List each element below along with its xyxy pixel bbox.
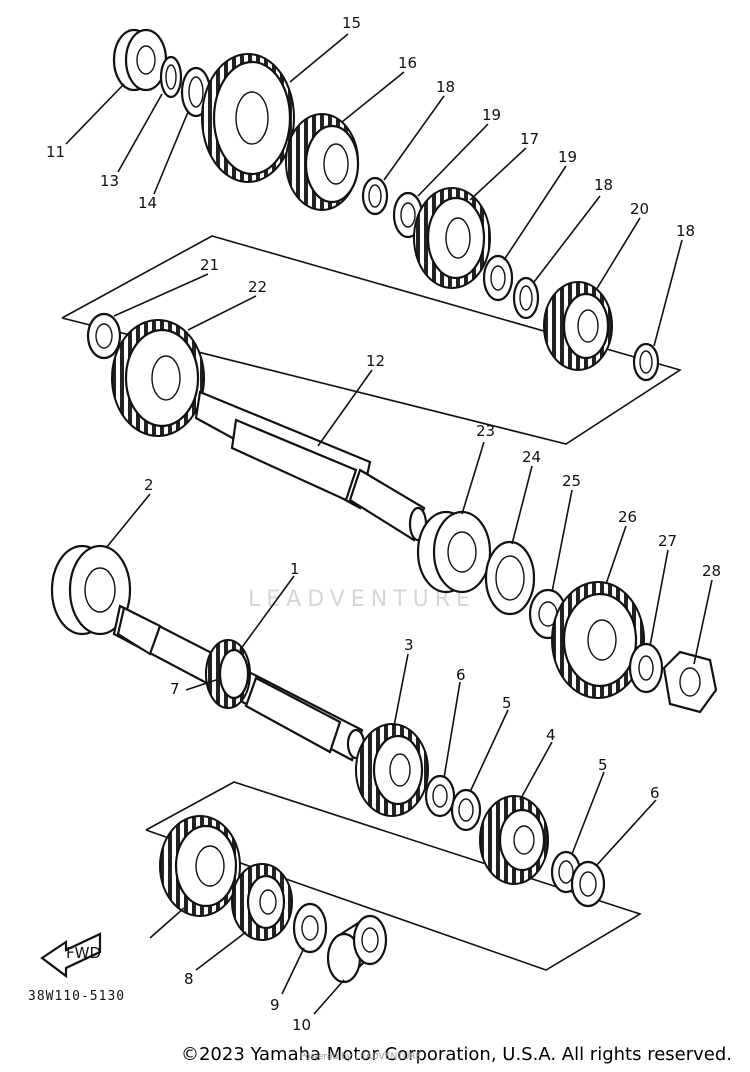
washer-9: [292, 902, 328, 954]
washer-21: [86, 312, 122, 360]
label-9: 9: [270, 996, 280, 1014]
label-5-lower: 5: [598, 756, 608, 774]
label-13: 13: [100, 172, 119, 190]
label-19-lower: 19: [558, 148, 577, 166]
label-18-right: 18: [676, 222, 695, 240]
gear-4: [479, 795, 549, 885]
label-18-mid: 18: [594, 176, 613, 194]
label-6-upper: 6: [456, 666, 466, 684]
bearing-11: [112, 28, 168, 92]
label-27: 27: [658, 532, 677, 550]
lock-washer-27: [628, 642, 664, 694]
leader-lines: [65, 33, 713, 1015]
main-axle-12: [194, 390, 428, 542]
washer-6-lower: [570, 860, 606, 908]
label-17: 17: [520, 130, 539, 148]
label-14: 14: [138, 194, 157, 212]
bearing-10: [326, 914, 388, 984]
label-12: 12: [366, 352, 385, 370]
drive-axle-1: [112, 604, 366, 762]
label-8: 8: [184, 970, 194, 988]
washer-19-lower: [482, 254, 514, 302]
bearing-23: [416, 510, 492, 594]
gear-16: [285, 113, 360, 211]
drive-axle-group-frame: [145, 781, 642, 971]
label-11: 11: [46, 143, 65, 161]
copyright-notice: ©2023 Yamaha Motor Corporation, U.S.A. A…: [180, 1044, 732, 1065]
label-4: 4: [546, 726, 556, 744]
label-15: 15: [342, 14, 361, 32]
gear-17: [413, 187, 491, 289]
gear-8: [231, 863, 293, 941]
label-21: 21: [200, 256, 219, 274]
fwd-arrow-icon: FWD: [40, 932, 102, 979]
circlip-18-upper: [361, 176, 389, 216]
circlip-18-right: [632, 342, 660, 382]
bearing-2: [50, 544, 132, 636]
label-16: 16: [398, 54, 417, 72]
label-10: 10: [292, 1016, 311, 1034]
label-26: 26: [618, 508, 637, 526]
main-axle-group-frame: [61, 235, 682, 445]
circlip-18-mid: [512, 276, 540, 320]
gear-15: [201, 53, 295, 183]
label-7: 7: [170, 680, 180, 698]
circlip-13: [159, 55, 183, 99]
label-22: 22: [248, 278, 267, 296]
oil-seal-24: [484, 540, 536, 616]
gear-7: [159, 815, 241, 917]
label-1: 1: [290, 560, 300, 578]
part-code: 38W110-5130: [28, 989, 125, 1004]
label-18-upper: 18: [436, 78, 455, 96]
label-19-upper: 19: [482, 106, 501, 124]
label-3: 3: [404, 636, 414, 654]
circlip-5-upper: [450, 788, 482, 832]
label-23: 23: [476, 422, 495, 440]
watermark-text: LEADVENTURE: [248, 587, 476, 612]
gear-22: [111, 319, 205, 437]
washer-6-upper: [424, 774, 456, 818]
gear-20: [543, 281, 613, 371]
credit-watermark: Powered by LEADVENTURE: [300, 1052, 422, 1062]
label-28: 28: [702, 562, 721, 580]
fwd-label: FWD: [66, 944, 101, 962]
label-5-upper: 5: [502, 694, 512, 712]
label-24: 24: [522, 448, 541, 466]
label-20: 20: [630, 200, 649, 218]
label-6-lower: 6: [650, 784, 660, 802]
gear-3: [355, 723, 429, 817]
label-2: 2: [144, 476, 154, 494]
nut-28: [662, 650, 718, 714]
drive-sprocket-26: [551, 581, 645, 699]
label-25: 25: [562, 472, 581, 490]
